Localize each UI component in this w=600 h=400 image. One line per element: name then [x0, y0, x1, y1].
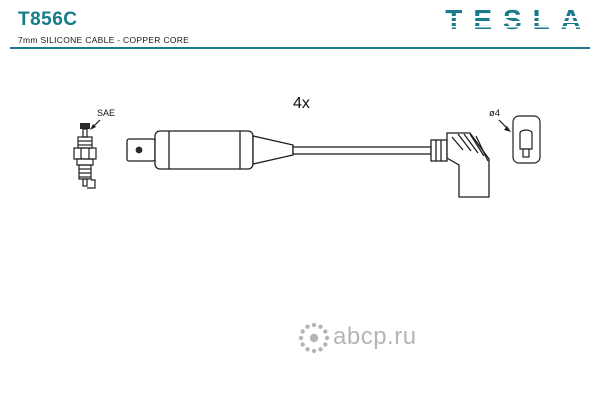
diameter-arrowhead-icon: [504, 126, 511, 132]
boot-hatching-decoration: [451, 133, 489, 162]
part-number: T856C: [18, 9, 78, 30]
terminal-sleeve-illustration: [498, 115, 541, 164]
sae-arrowhead-icon: [90, 124, 96, 130]
terminal-diameter-label: ø4: [489, 108, 501, 119]
header-divider-line: [10, 47, 590, 49]
quantity-label: 4x: [293, 95, 310, 112]
sae-label: SAE: [97, 108, 116, 118]
watermark-text: abcp.ru: [333, 323, 417, 350]
cable-description: 7mm SILICONE CABLE - COPPER CORE: [18, 35, 190, 45]
spark-plug-illustration: [73, 119, 101, 189]
cable-assembly-illustration: [126, 130, 490, 198]
watermark-logo-icon: [298, 322, 330, 354]
